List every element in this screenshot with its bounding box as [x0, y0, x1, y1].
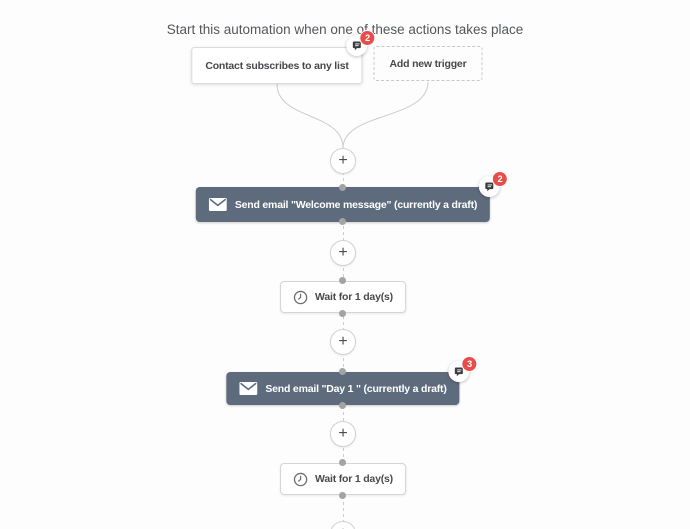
note-icon: [454, 367, 463, 376]
add-step-button-3[interactable]: +: [330, 329, 356, 355]
add-trigger-label: Add new trigger: [389, 57, 467, 70]
plus-icon: +: [338, 152, 348, 169]
wait-node-label: Wait for 1 day(s): [315, 473, 393, 485]
envelope-icon: [239, 382, 258, 395]
comments-indicator[interactable]: 2: [346, 31, 375, 56]
comments-indicator[interactable]: 2: [479, 172, 508, 197]
envelope-icon: [208, 198, 227, 211]
wait-node-label: Wait for 1 day(s): [315, 291, 393, 303]
comments-indicator[interactable]: 3: [448, 357, 477, 382]
comment-count-badge: 3: [462, 357, 477, 371]
connector-dot: [339, 310, 346, 317]
note-icon: [352, 41, 361, 50]
connector-dot: [339, 277, 346, 284]
wait-node-2[interactable]: Wait for 1 day(s): [280, 463, 406, 495]
add-step-button-4[interactable]: +: [330, 421, 356, 447]
plus-icon: +: [338, 525, 347, 529]
comment-count-badge: 2: [493, 172, 508, 186]
connector-dot: [339, 218, 346, 225]
add-new-trigger-button[interactable]: Add new trigger: [373, 46, 483, 81]
note-icon: [485, 182, 494, 191]
trigger-node-contact-subscribes[interactable]: Contact subscribes to any list 2: [191, 31, 375, 84]
connector-dot: [339, 368, 346, 375]
email-node-label: Send email "Day 1 " (currently a draft): [265, 382, 447, 395]
wait-node-1[interactable]: Wait for 1 day(s): [280, 281, 406, 313]
trigger-label: Contact subscribes to any list: [205, 59, 349, 72]
connector-dot: [339, 459, 346, 466]
connector-dot: [339, 492, 346, 499]
clock-icon: [293, 472, 308, 486]
connector-dot: [339, 184, 346, 191]
plus-icon: +: [338, 244, 348, 261]
plus-icon: +: [338, 425, 348, 442]
email-node-label: Send email "Welcome message" (currently …: [234, 198, 478, 211]
automation-start-title: Start this automation when one of these …: [166, 22, 524, 37]
connector-dot: [339, 402, 346, 409]
comment-count-badge: 2: [360, 31, 375, 45]
plus-icon: +: [338, 333, 348, 350]
email-node-day-1[interactable]: Send email "Day 1 " (currently a draft) …: [226, 357, 477, 405]
add-step-button-2[interactable]: +: [330, 240, 356, 266]
clock-icon: [293, 290, 308, 304]
email-node-welcome-message[interactable]: Send email "Welcome message" (currently …: [195, 172, 508, 222]
add-step-button-1[interactable]: +: [330, 148, 356, 174]
